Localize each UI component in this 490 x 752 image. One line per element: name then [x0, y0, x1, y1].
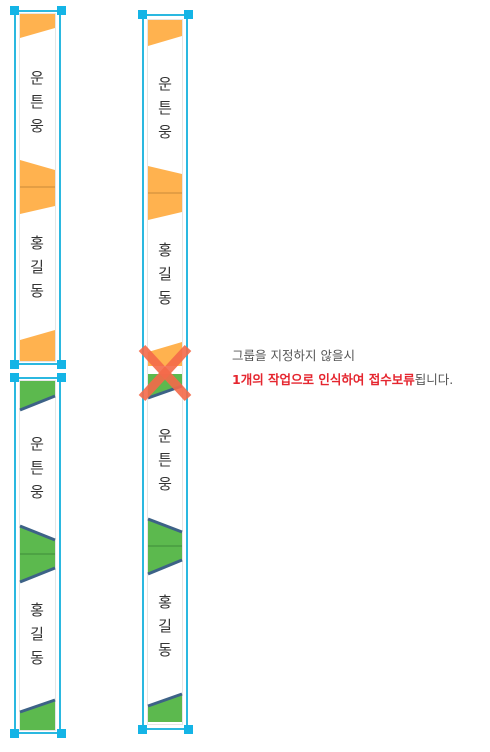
cross-icon [138, 344, 192, 402]
note-highlight: 1개의 작업으로 인식하여 접수보류 [232, 372, 415, 387]
resize-handle[interactable] [10, 360, 19, 369]
note-rest: 됩니다. [414, 372, 454, 387]
resize-handle[interactable] [57, 360, 66, 369]
selection-frame-left-bottom [14, 377, 61, 734]
selection-frame-left-top [14, 10, 61, 365]
green-band [148, 694, 182, 722]
resize-handle[interactable] [138, 10, 147, 19]
resize-handle[interactable] [10, 729, 19, 738]
green-band [20, 381, 55, 410]
orange-band [20, 14, 55, 38]
note-line-2: 1개의 작업으로 인식하여 접수보류됩니다. [232, 369, 453, 388]
note-line-1: 그룹을 지정하지 않을시 [232, 348, 355, 363]
orange-band [148, 20, 182, 46]
orange-band [20, 330, 55, 361]
resize-handle[interactable] [57, 6, 66, 15]
selection-frame-right [142, 14, 188, 730]
resize-handle[interactable] [184, 10, 193, 19]
resize-handle[interactable] [10, 6, 19, 15]
resize-handle[interactable] [184, 725, 193, 734]
resize-handle[interactable] [57, 373, 66, 382]
resize-handle[interactable] [10, 373, 19, 382]
resize-handle[interactable] [138, 725, 147, 734]
green-band [20, 700, 55, 730]
resize-handle[interactable] [57, 729, 66, 738]
